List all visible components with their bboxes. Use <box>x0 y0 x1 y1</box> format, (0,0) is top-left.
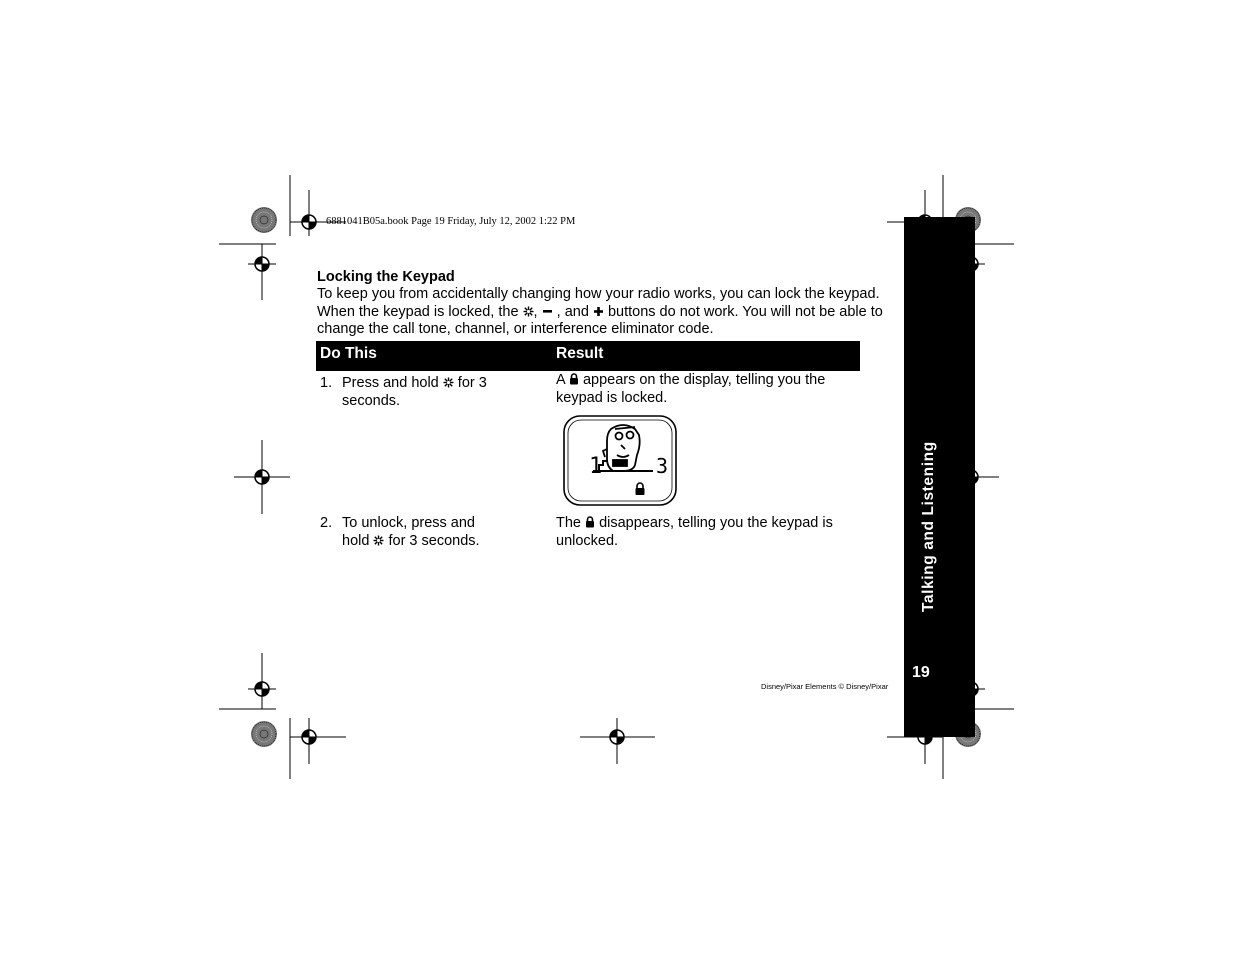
menu-star-icon <box>443 377 454 388</box>
character-icon <box>601 424 641 472</box>
step-number: 2. <box>320 515 333 531</box>
lcd-display-illustration: 1 3 <box>563 415 677 506</box>
intro-paragraph: To keep you from accidentally changing h… <box>317 286 883 337</box>
page-number: 19 <box>912 664 930 681</box>
display-code: 3 <box>656 454 668 478</box>
column-header-result: Result <box>556 345 604 362</box>
display-channel: 1 <box>589 454 602 479</box>
menu-star-icon <box>373 535 384 546</box>
minus-icon <box>542 309 552 313</box>
lock-icon <box>635 482 645 495</box>
menu-star-icon <box>523 306 534 316</box>
chapter-tab <box>904 217 975 737</box>
print-header: 6881041B05a.book Page 19 Friday, July 12… <box>326 216 576 227</box>
result-text: A appears on the display, telling you th… <box>556 372 826 406</box>
table-header: Do This Result <box>316 341 860 371</box>
step-number: 1. <box>320 375 333 391</box>
copyright-credit: Disney/Pixar Elements © Disney/Pixar <box>761 682 889 691</box>
section-title: Locking the Keypad <box>317 269 455 285</box>
column-header-do-this: Do This <box>320 345 377 362</box>
step-text: To unlock, press and hold for 3 seconds. <box>342 515 480 549</box>
plus-icon <box>593 306 603 316</box>
result-text: The disappears, telling you the keypad i… <box>556 515 833 549</box>
chapter-title: Talking and Listening <box>920 441 937 612</box>
lock-icon <box>586 516 595 528</box>
step-text: Press and hold for 3 seconds. <box>342 375 487 409</box>
lock-icon <box>569 373 578 385</box>
